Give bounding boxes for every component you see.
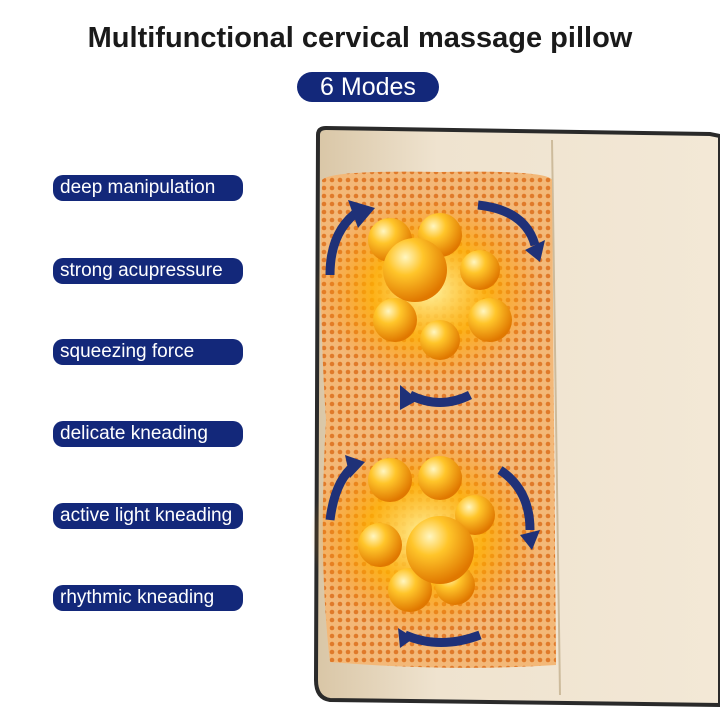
modes-badge: 6 Modes xyxy=(297,72,439,102)
mode-label: deep manipulation xyxy=(53,175,243,201)
massage-node-lower xyxy=(358,456,495,612)
mode-label: squeezing force xyxy=(53,339,243,365)
massage-pillow-image xyxy=(310,125,720,708)
page-title: Multifunctional cervical massage pillow xyxy=(87,22,633,54)
mode-label: active light kneading xyxy=(53,503,243,529)
mode-label: strong acupressure xyxy=(53,258,243,284)
mode-label: rhythmic kneading xyxy=(53,585,243,611)
mode-label: delicate kneading xyxy=(53,421,243,447)
massage-node-upper xyxy=(368,213,512,360)
